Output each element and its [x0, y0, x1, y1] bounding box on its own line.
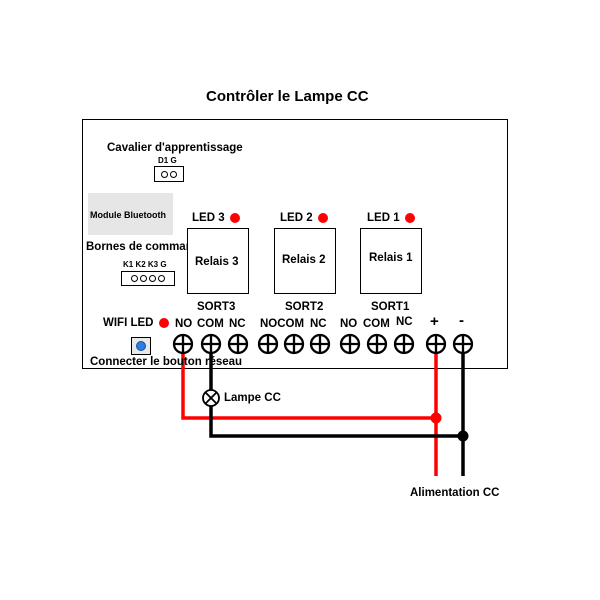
- led-3-label: LED 3: [192, 212, 225, 224]
- led-1-label: LED 1: [367, 212, 400, 224]
- led-2-indicator: [318, 213, 328, 223]
- bluetooth-label: Module Bluetooth: [90, 210, 166, 220]
- relay-1-label: Relais 1: [369, 252, 413, 264]
- controller-board: [82, 119, 508, 369]
- relay-2: [274, 228, 336, 294]
- relay-3-label: Relais 3: [195, 256, 239, 268]
- output-2-label: SORT2: [285, 301, 324, 313]
- jumper-pin: [170, 170, 177, 178]
- positive-junction: [430, 412, 442, 424]
- relay-1: [360, 228, 422, 294]
- wired-control-pins-label: K1 K2 K3 G: [123, 260, 167, 269]
- lamp-icon: [202, 389, 220, 407]
- led-3-indicator: [230, 213, 240, 223]
- terminal-label-minus: -: [459, 312, 464, 329]
- terminal-label-no-3: NO: [175, 318, 193, 330]
- wired-pin: [149, 275, 156, 282]
- terminal-label-no-1: NO: [340, 318, 358, 330]
- wifi-led-label: WIFI LED: [103, 317, 154, 329]
- terminal-label-nc-3: NC: [229, 318, 246, 330]
- wifi-led-indicator: [159, 318, 169, 328]
- bluetooth-module: [88, 193, 173, 235]
- lamp-label: Lampe CC: [224, 392, 281, 404]
- negative-junction: [457, 430, 469, 442]
- output-3-label: SORT3: [197, 301, 236, 313]
- relay-3: [187, 228, 249, 294]
- negative-wire: [209, 344, 465, 476]
- wired-pin: [140, 275, 147, 282]
- relay-2-label: Relais 2: [282, 254, 326, 266]
- terminal-screw-plus: [425, 333, 447, 355]
- terminal-screw-com-1: [366, 333, 388, 355]
- terminal-screw-nc-3: [227, 333, 249, 355]
- diagram-title: Contrôler le Lampe CC: [206, 88, 369, 105]
- terminal-screw-nc-1: [393, 333, 415, 355]
- terminal-label-com-1: COM: [363, 318, 390, 330]
- wired-control-header: [121, 271, 175, 286]
- terminal-label-nocom-2: NOCOM: [260, 318, 305, 330]
- terminal-screw-minus: [452, 333, 474, 355]
- jumper-pins-label: D1 G: [158, 156, 177, 165]
- wired-pin: [131, 275, 138, 282]
- wired-control-label: Bornes de commande filaire: [86, 241, 241, 253]
- terminal-screw-no-2: [257, 333, 279, 355]
- output-1-label: SORT1: [371, 301, 410, 313]
- jumper-pin: [161, 170, 168, 178]
- power-supply-label: Alimentation CC: [410, 487, 500, 499]
- network-button-label: Connecter le bouton réseau: [90, 356, 243, 368]
- terminal-label-nc-1: NC: [396, 316, 413, 328]
- positive-wire: [181, 344, 438, 476]
- led-1-indicator: [405, 213, 415, 223]
- terminal-screw-nc-2: [309, 333, 331, 355]
- terminal-label-plus: +: [430, 313, 439, 330]
- terminal-label-nc-2: NC: [310, 318, 327, 330]
- jumper-header: [154, 166, 184, 182]
- wired-pin: [158, 275, 165, 282]
- jumper-label: Cavalier d'apprentissage: [107, 142, 243, 154]
- network-button[interactable]: [131, 337, 151, 355]
- terminal-screw-no-3: [172, 333, 194, 355]
- terminal-label-com-3: COM: [197, 318, 224, 330]
- led-2-label: LED 2: [280, 212, 313, 224]
- terminal-screw-com-3: [200, 333, 222, 355]
- terminal-screw-no-1: [339, 333, 361, 355]
- terminal-screw-com-2: [283, 333, 305, 355]
